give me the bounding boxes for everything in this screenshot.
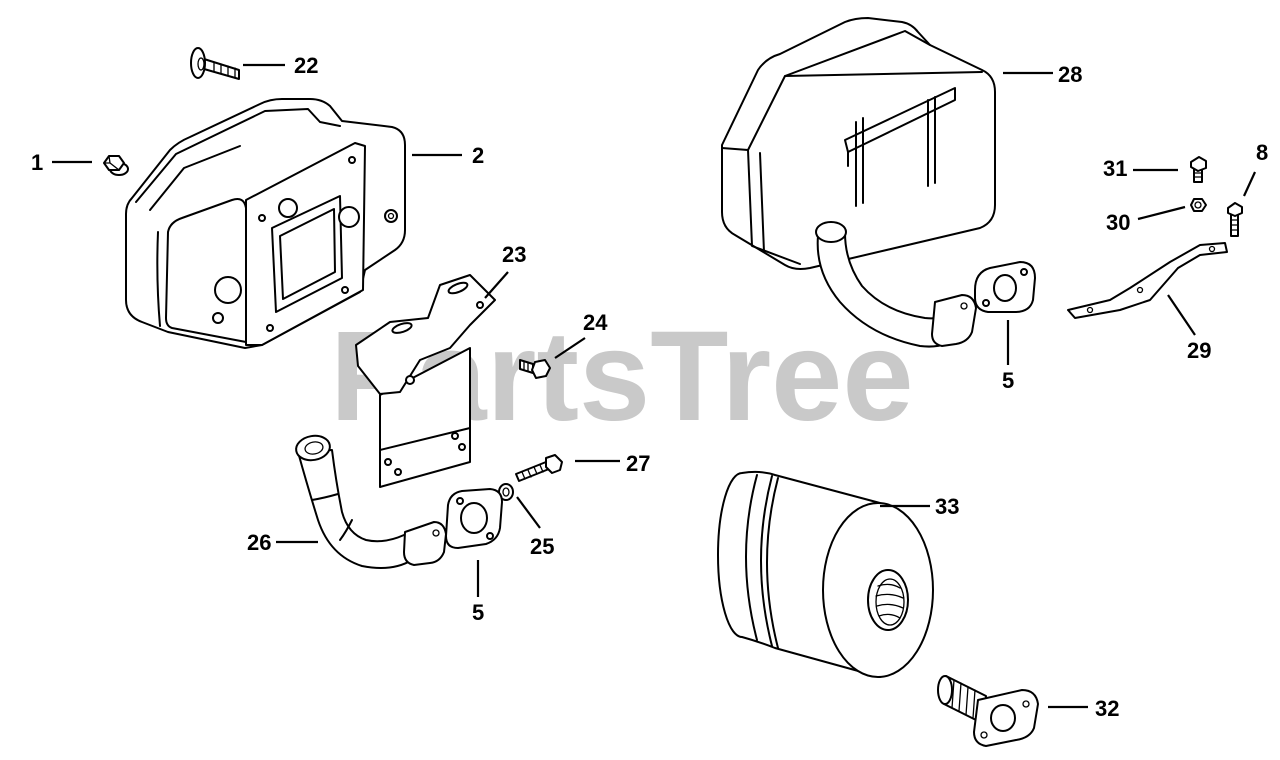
part-30-nut bbox=[1190, 198, 1207, 212]
part-29-strap-bracket bbox=[1067, 242, 1228, 319]
callout-26: 26 bbox=[247, 530, 271, 555]
leader-24 bbox=[554, 337, 586, 359]
callout-25: 25 bbox=[530, 534, 554, 559]
callout-5-right: 5 bbox=[1002, 368, 1014, 393]
leader-25 bbox=[516, 496, 541, 529]
part-5-gasket-right bbox=[974, 261, 1036, 313]
callout-28: 28 bbox=[1058, 62, 1082, 87]
callout-31: 31 bbox=[1103, 156, 1127, 181]
part-25-washer bbox=[498, 483, 514, 501]
part-23-bracket bbox=[355, 274, 496, 488]
part-5-gasket-left bbox=[445, 488, 503, 549]
part-26-exhaust-pipe bbox=[295, 434, 447, 569]
part-8-screw bbox=[1227, 202, 1243, 237]
callout-30: 30 bbox=[1106, 210, 1130, 235]
callout-5-left: 5 bbox=[472, 600, 484, 625]
callout-23: 23 bbox=[502, 242, 526, 267]
callout-29: 29 bbox=[1187, 338, 1211, 363]
leader-30 bbox=[1137, 205, 1186, 221]
right-exhaust-pipe bbox=[815, 221, 977, 348]
callout-8: 8 bbox=[1256, 140, 1268, 165]
callout-32: 32 bbox=[1095, 696, 1119, 721]
part-2-muffler bbox=[125, 98, 406, 349]
callout-27: 27 bbox=[626, 451, 650, 476]
callout-33: 33 bbox=[935, 494, 959, 519]
muffler-end-cap bbox=[165, 198, 247, 343]
part-1-nut bbox=[103, 155, 129, 176]
callout-22: 22 bbox=[294, 53, 318, 78]
part-32-fitting bbox=[937, 675, 1039, 747]
part-24-screw bbox=[519, 359, 551, 379]
leader-23 bbox=[484, 271, 509, 299]
part-31-bolt bbox=[1190, 156, 1207, 183]
part-33-air-cleaner bbox=[717, 470, 934, 678]
leader-8 bbox=[1243, 171, 1256, 197]
part-28-muffler bbox=[721, 17, 996, 270]
leader-29 bbox=[1167, 294, 1196, 336]
callout-2: 2 bbox=[472, 143, 484, 168]
part-22-stud bbox=[190, 47, 240, 80]
callouts: 22 1 2 23 24 27 25 26 5 28 31 8 30 29 5 … bbox=[31, 53, 1268, 721]
callout-24: 24 bbox=[583, 310, 608, 335]
callout-1: 1 bbox=[31, 150, 43, 175]
leader-lines bbox=[52, 63, 1256, 709]
part-27-bolt bbox=[515, 454, 563, 482]
